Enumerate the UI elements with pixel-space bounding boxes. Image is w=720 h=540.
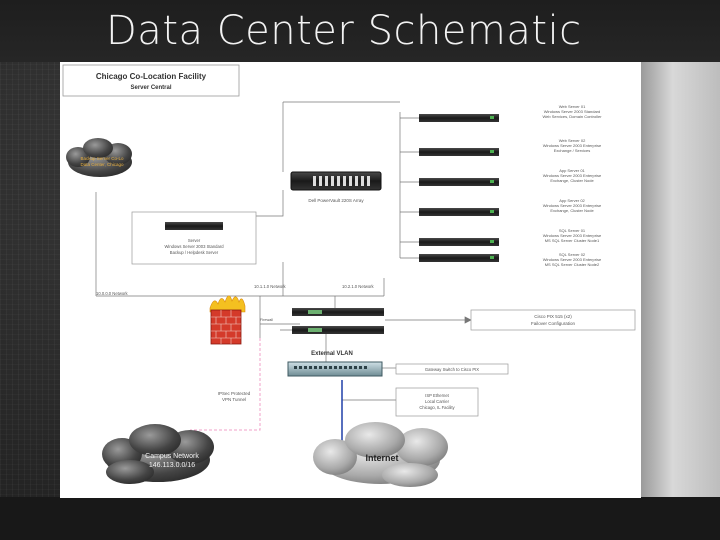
isp-line3: Chicago, IL Facility — [419, 405, 455, 410]
server-6-line2: Windows Server 2003 Enterprise — [543, 257, 602, 262]
pix-failover-line1: Cisco PIX 515 (x2) — [534, 314, 572, 319]
server-5-line2: Windows Server 2003 Enterprise — [543, 233, 602, 238]
campus-cloud-line2: 146.113.0.0/16 — [149, 462, 195, 469]
right-network-label: 10.2.1.0 Network — [342, 284, 375, 289]
gateway-label: Gateway Switch to Cisco PIX — [425, 367, 479, 372]
server-3-line1: App Server 01 — [559, 168, 585, 173]
facility-subtitle: Server Central — [130, 85, 171, 91]
server-3-line2: Windows Server 2003 Enterprise — [543, 173, 602, 178]
backup-server-line2: Windows Server 2003 Standard — [164, 244, 224, 249]
diagram-canvas: Chicago Co-Location Facility Server Cent… — [62, 64, 636, 487]
server-6: SQL Server 02 Windows Server 2003 Enterp… — [419, 252, 602, 267]
footer-bar — [0, 497, 720, 540]
campus-cloud-line1: Campus Network — [145, 453, 199, 460]
internet-cloud: Internet — [313, 422, 448, 487]
server-4: App Server 02 Windows Server 2003 Enterp… — [419, 198, 602, 216]
network-diagram: Chicago Co-Location Facility Server Cent… — [60, 62, 641, 498]
mid-network-label: 10.1.1.0 Network — [254, 284, 287, 289]
vpn-label-line1: IPSec Protected — [218, 391, 251, 396]
pix-failover-line2: Failover Configuration — [531, 321, 576, 326]
pix-failover-box: Cisco PIX 515 (x2) Failover Configuratio… — [470, 309, 636, 331]
server-5-line3: MS SQL Server Cluster Node1 — [545, 238, 600, 243]
server-1: Web Server 01 Windows Server 2003 Standa… — [419, 104, 602, 122]
backup-server-line3: Backup / Helpdesk Server — [170, 250, 219, 255]
firewall-label: Firewall — [260, 318, 273, 322]
firewall-icon: Firewall — [209, 295, 273, 345]
storage-array: Dell PowerVault 220S Array — [290, 171, 382, 203]
external-vlan-switch: External VLAN — [287, 351, 383, 377]
pix-firewall-pair — [292, 308, 384, 334]
backup-server-line1: Server — [188, 238, 201, 243]
title-bar — [0, 0, 720, 62]
server-6-line1: SQL Server 02 — [559, 252, 586, 257]
isp-line2: Local Carrier — [425, 399, 450, 404]
server-4-line2: Windows Server 2003 Enterprise — [543, 203, 602, 208]
backup-server: Server Windows Server 2003 Standard Back… — [131, 211, 257, 265]
gateway-box: Gateway Switch to Cisco PIX — [395, 363, 509, 375]
backup-cloud-line1: Backup Server Co-Lo — [80, 156, 124, 161]
facility-header: Chicago Co-Location Facility Server Cent… — [62, 64, 240, 97]
server-stack: Web Server 01 Windows Server 2003 Standa… — [419, 104, 602, 267]
server-6-line3: MS SQL Server Cluster Node2 — [545, 262, 600, 267]
network-links — [95, 101, 472, 401]
server-1-line1: Web Server 01 — [559, 104, 586, 109]
decorative-side-panel — [641, 62, 720, 499]
vpn-label-line2: VPN Tunnel — [222, 397, 246, 402]
server-5: SQL Server 01 Windows Server 2003 Enterp… — [419, 228, 602, 246]
server-1-line3: Web Services, Domain Controller — [542, 114, 602, 119]
backup-colo-cloud: Backup Server Co-Lo Data Center, Chicago — [66, 138, 132, 177]
isp-line1: ISP Ethernet — [425, 393, 450, 398]
campus-network-cloud: Campus Network 146.113.0.0/16 — [102, 424, 214, 484]
server-2-line1: Web Server 02 — [559, 138, 586, 143]
vpn-tunnel-line — [190, 338, 261, 431]
left-network-label: 10.0.0.0 Network — [96, 291, 129, 296]
external-vlan-label: External VLAN — [311, 351, 353, 357]
backup-cloud-line2: Data Center, Chicago — [80, 162, 124, 167]
server-1-line2: Windows Server 2003 Standard — [544, 109, 600, 114]
server-4-line3: Exchange, Cluster Node — [550, 208, 594, 213]
server-4-line1: App Server 02 — [559, 198, 585, 203]
server-2: Web Server 02 Windows Server 2003 Enterp… — [419, 138, 602, 156]
internet-label: Internet — [365, 453, 398, 463]
server-2-line3: Exchange / Services — [554, 148, 590, 153]
server-3-line3: Exchange, Cluster Node — [550, 178, 594, 183]
server-3: App Server 01 Windows Server 2003 Enterp… — [419, 168, 602, 186]
storage-array-label: Dell PowerVault 220S Array — [308, 198, 364, 203]
slide-title: Data Center Schematic — [106, 8, 582, 54]
isp-box: ISP Ethernet Local Carrier Chicago, IL F… — [395, 387, 479, 417]
server-2-line2: Windows Server 2003 Enterprise — [543, 143, 602, 148]
facility-title: Chicago Co-Location Facility — [96, 72, 207, 81]
server-5-line1: SQL Server 01 — [559, 228, 586, 233]
